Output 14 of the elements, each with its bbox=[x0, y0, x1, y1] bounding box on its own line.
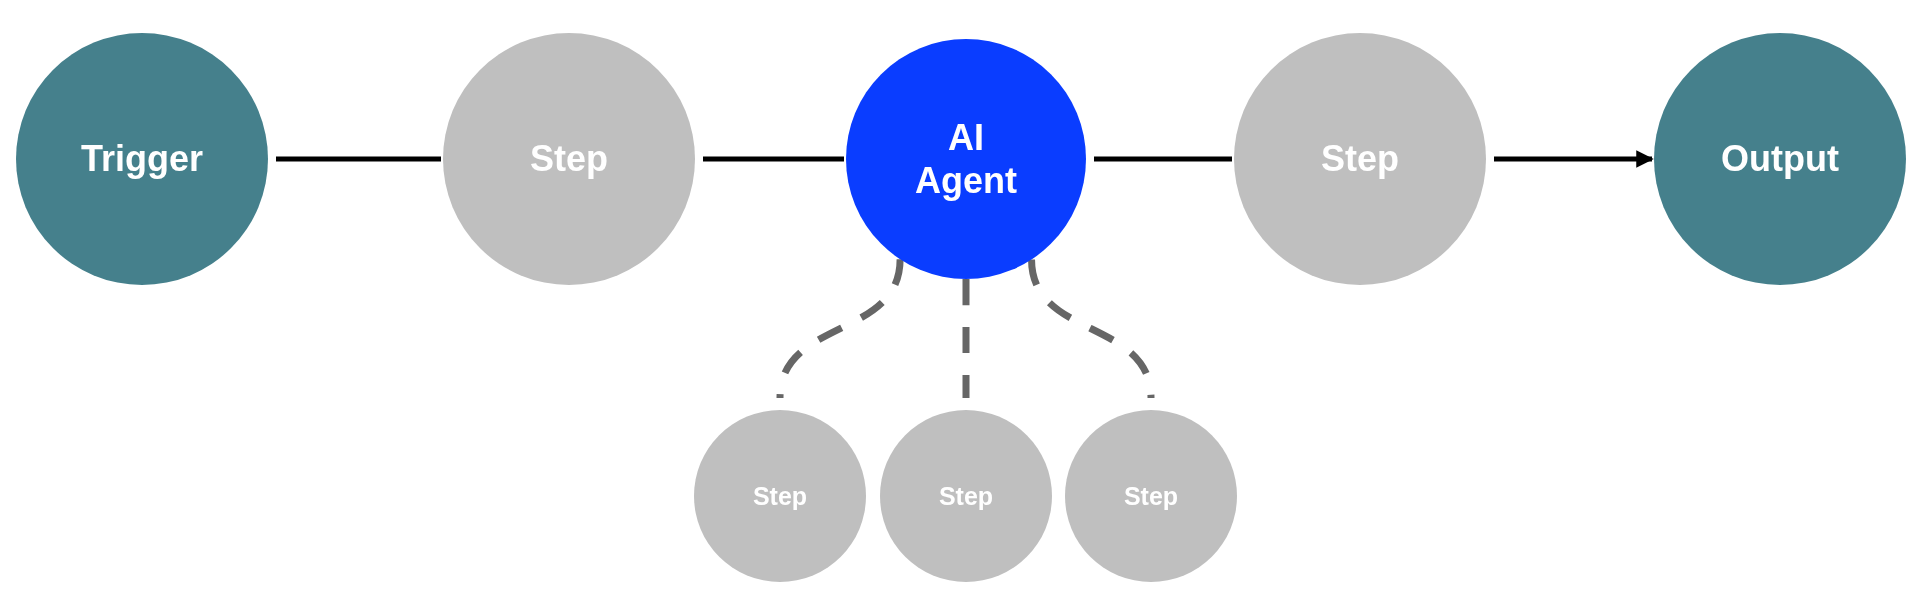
node-label: Trigger bbox=[81, 137, 203, 181]
connector-line bbox=[1094, 156, 1232, 162]
node-label: Step bbox=[752, 481, 808, 511]
connector-line bbox=[276, 156, 441, 162]
dashed-connector bbox=[1028, 259, 1155, 399]
node-label: Step bbox=[530, 137, 608, 181]
dashed-connector bbox=[776, 258, 904, 399]
node-label: Step bbox=[1321, 137, 1399, 181]
node-label: AI Agent bbox=[914, 115, 1018, 203]
arrow bbox=[1494, 150, 1654, 168]
node-label: Output bbox=[1721, 137, 1839, 181]
connector-line bbox=[703, 156, 844, 162]
node-label: Step bbox=[1123, 481, 1179, 511]
node-label: Step bbox=[938, 481, 994, 511]
